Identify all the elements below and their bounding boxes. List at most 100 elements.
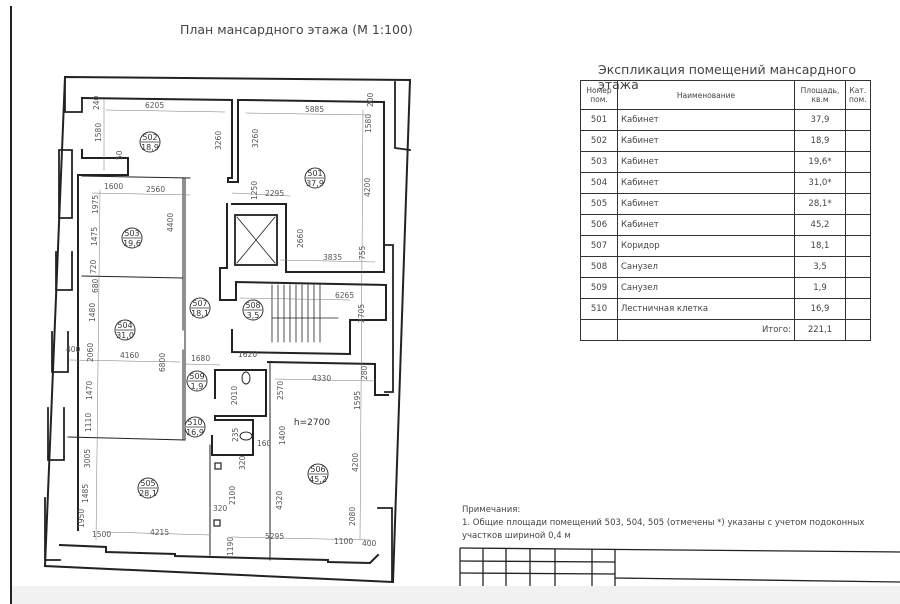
room-area-cell: 19,6* [794, 151, 846, 173]
dimension-label: 1480 [88, 303, 97, 322]
dimension-label: 2060 [86, 343, 95, 362]
dimension-label: 6265 [335, 291, 354, 300]
dimension-label: 755 [358, 245, 367, 260]
page-frame-line [10, 6, 12, 604]
dimension-label: 400 [66, 345, 81, 354]
room-area: 1,9 [191, 382, 204, 391]
dimension-label: 2295 [265, 189, 284, 198]
room-502-walls [80, 96, 245, 183]
notes: Примечания: 1. Общие площади помещений 5… [462, 504, 890, 543]
dimension-label: 3260 [214, 131, 223, 150]
dimension-label: 6800 [158, 353, 167, 372]
room-number: 509 [189, 372, 204, 381]
dimension-label: 1580 [364, 114, 373, 133]
room-number: 505 [140, 479, 155, 488]
dimension-label: 1470 [85, 381, 94, 400]
dimension-label: 320 [238, 455, 247, 470]
room-number: 502 [142, 133, 157, 142]
dimension-labels: 6205 240 1580 3260 50 5885 3260 200 1580… [66, 92, 377, 556]
table-total-row: Итого: 221,1 [580, 319, 871, 341]
dimension-label: 4200 [351, 453, 360, 472]
dimension-label: 4215 [150, 528, 169, 537]
plan-title: План мансардного этажа (М 1:100) [180, 22, 413, 37]
dimension-label: 1680 [191, 354, 210, 363]
header-number: Номер пом. [580, 80, 618, 110]
dimension-label: 1475 [90, 227, 99, 246]
dimension-label: 1600 [104, 182, 123, 191]
left-wall-segments [44, 76, 412, 583]
dimension-label: 6205 [145, 101, 164, 110]
room-501-walls [231, 98, 385, 273]
header-category: Кат. пом. [845, 80, 871, 110]
dimension-label: 5295 [265, 532, 284, 541]
dimension-label: 1250 [250, 181, 259, 200]
elevator-shaft [234, 214, 278, 266]
dimension-label: 1580 [94, 123, 103, 142]
room-area: 18,9 [141, 143, 159, 152]
outer-wall [43, 75, 412, 584]
bathroom-walls [211, 369, 267, 456]
dimension-label: 320 [213, 504, 228, 513]
dimension-label: 680 [91, 278, 100, 293]
dimension-label: 400 [362, 539, 377, 548]
dimension-label: 1400 [278, 426, 287, 445]
room-number: 504 [117, 321, 132, 330]
dimension-label: 240 [92, 95, 101, 110]
dimension-label: 4400 [166, 213, 175, 232]
dimension-label: 4320 [275, 491, 284, 510]
header-area: Площадь, кв.м [794, 80, 846, 110]
dimension-label: 1190 [226, 537, 235, 556]
dimension-label: 4330 [312, 374, 331, 383]
dimension-label: 1500 [92, 530, 111, 539]
room-number: 510 [187, 418, 202, 427]
dimension-label: 280 [360, 365, 369, 380]
dimension-label: 1485 [81, 484, 90, 503]
dimension-label: 2010 [230, 386, 239, 405]
staircase [271, 284, 339, 343]
dimension-label: 2100 [228, 486, 237, 505]
room-area: 37,9 [306, 179, 324, 188]
room-area-cell: 18,1 [794, 235, 846, 257]
dimension-label: 3835 [323, 253, 342, 262]
explication-table: Номер пом. Наименование Площадь, кв.м Ка… [580, 80, 871, 341]
room-number: 508 [245, 301, 260, 310]
dimension-label: 1950 [77, 509, 86, 528]
dimension-label: 2705 [357, 304, 366, 323]
ceiling-height-label: h=2700 [294, 418, 330, 428]
dimension-label: 2560 [146, 185, 165, 194]
dimension-label: 3260 [251, 129, 260, 148]
dimension-label: 200 [366, 92, 375, 107]
room-area: 18,1 [191, 309, 209, 318]
total-value: 221,1 [794, 319, 846, 341]
room-number: 507 [192, 299, 207, 308]
partitions [67, 175, 271, 561]
dimension-label: 50 [115, 150, 124, 160]
room-area: 3,5 [247, 311, 260, 320]
room-number: 501 [307, 169, 322, 178]
dimension-label: 4160 [120, 351, 139, 360]
dimension-label: 2080 [348, 507, 357, 526]
dimension-label: 1100 [334, 537, 353, 546]
header-name: Наименование [617, 80, 795, 110]
table-header-row: Номер пом. Наименование Площадь, кв.м Ка… [580, 80, 871, 110]
dimension-label: 235 [231, 427, 240, 442]
dimension-label: 5885 [305, 105, 324, 114]
room-area: 28,1 [139, 489, 157, 498]
bottom-strip [12, 586, 900, 604]
